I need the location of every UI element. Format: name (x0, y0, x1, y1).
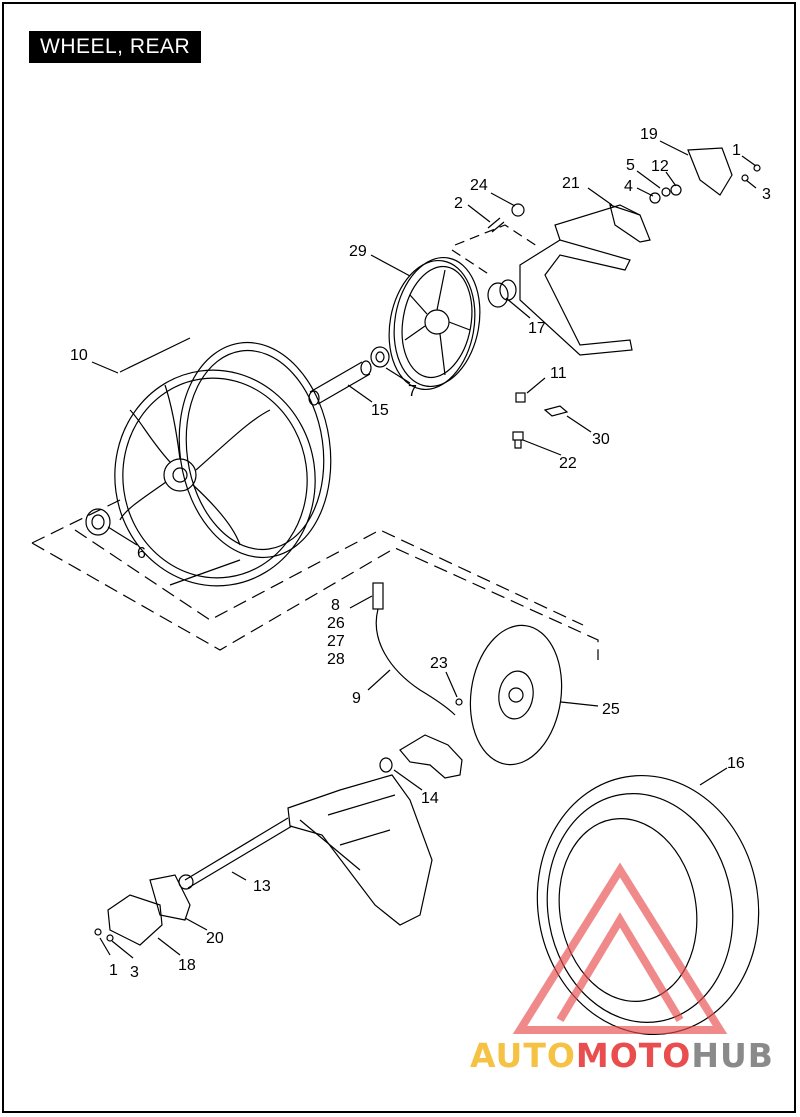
caliper-bracket (379, 734, 463, 779)
watermark-part-moto: MOTO (575, 1036, 692, 1075)
wheel-speed-sensor (372, 582, 384, 610)
watermark-part-auto: AUTO (470, 1036, 576, 1075)
callout-6: 6 (137, 545, 146, 562)
sensor-cable (375, 608, 456, 716)
callout-14: 14 (421, 790, 439, 807)
callout-16: 16 (727, 755, 745, 772)
assembly-dash-upper (31, 499, 599, 660)
bearing (370, 346, 390, 368)
callout-27: 27 (327, 633, 345, 650)
screw-1-bottom (94, 928, 102, 936)
callout-24: 24 (470, 177, 488, 194)
callout-4: 4 (624, 178, 633, 195)
washer-5 (661, 187, 671, 197)
callout-7: 7 (408, 383, 417, 400)
bolt-2 (487, 217, 505, 233)
callout-30: 30 (592, 431, 610, 448)
callout-22: 22 (559, 455, 577, 472)
callout-29: 29 (349, 243, 367, 260)
belt-guard-lower (107, 894, 163, 946)
callout-18: 18 (178, 957, 196, 974)
brake-disc (469, 624, 563, 766)
callout-13: 13 (253, 878, 271, 895)
rear-sprocket (388, 256, 481, 391)
watermark-part-hub: HUB (691, 1036, 774, 1075)
washer-12 (670, 184, 682, 196)
callout-17: 17 (528, 320, 546, 337)
callout-26: 26 (327, 615, 345, 632)
wheel-seal (85, 508, 111, 536)
callout-20: 20 (206, 930, 224, 947)
callout-5: 5 (626, 157, 635, 174)
callout-9: 9 (352, 690, 361, 707)
diagram-title: WHEEL, REAR (29, 31, 202, 63)
nut-4 (649, 192, 661, 204)
bracket (609, 204, 651, 243)
washer-3-top (741, 174, 749, 182)
leader-lines (91, 140, 757, 959)
nut-24 (511, 203, 525, 217)
callout-12: 12 (651, 158, 669, 175)
callout-15: 15 (371, 402, 389, 419)
callout-28: 28 (327, 651, 345, 668)
swingarm-lower (287, 774, 433, 926)
plate-20 (149, 874, 191, 921)
screw-23 (455, 698, 463, 706)
callout-23: 23 (430, 655, 448, 672)
pad-30 (543, 405, 569, 417)
assembly-dash-lower (74, 529, 584, 626)
cap-11 (515, 392, 526, 403)
callout-25: 25 (602, 701, 620, 718)
callout-8: 8 (331, 597, 340, 614)
watermark-triangle (512, 862, 728, 1034)
callout-3-top: 3 (762, 186, 771, 203)
callout-11: 11 (550, 365, 567, 382)
screw-1-top (753, 164, 761, 172)
rear-wheel-rim (114, 337, 332, 587)
bolt-22 (512, 431, 524, 449)
belt-guard-upper (687, 147, 733, 196)
callout-2: 2 (454, 195, 463, 212)
callout-21: 21 (562, 175, 580, 192)
callout-19: 19 (640, 126, 658, 143)
rear-axle (184, 817, 293, 889)
axle-spacer (308, 360, 372, 406)
assembly-dash-top (451, 224, 541, 276)
rear-tire (536, 774, 760, 1036)
callout-1-top: 1 (732, 142, 741, 159)
washer-3-bottom (106, 934, 114, 942)
callout-10: 10 (70, 347, 88, 364)
callout-1-bottom: 1 (109, 962, 118, 979)
watermark-logo-text: AUTOMOTOHUB (470, 1036, 774, 1075)
swingarm-upper (519, 204, 641, 356)
callout-3-bottom: 3 (130, 964, 139, 981)
